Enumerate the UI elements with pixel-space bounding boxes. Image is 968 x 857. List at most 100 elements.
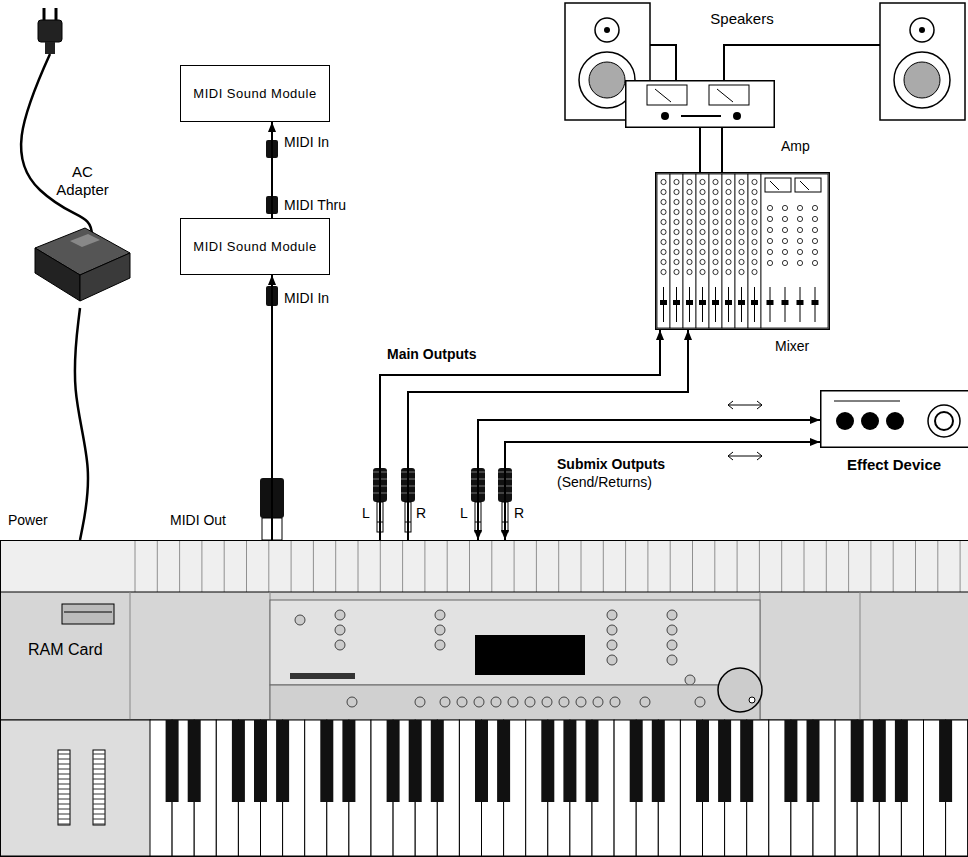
fader-cap [660, 300, 667, 305]
amp-case [626, 81, 775, 128]
channel-knob [739, 249, 744, 254]
channel-knob [687, 239, 692, 244]
strip-divider [670, 541, 671, 592]
mixer-meter [795, 178, 821, 192]
panel-button [335, 610, 345, 620]
strip-divider [447, 541, 448, 592]
black-key [431, 720, 444, 802]
panel-button [435, 625, 445, 635]
fader-cap [673, 300, 680, 305]
channel-knob [674, 219, 679, 224]
sound-module-box: MIDI Sound Module [180, 218, 330, 275]
node-label: MIDI Sound Module [193, 239, 316, 255]
tweeter [595, 18, 619, 42]
panel-button [610, 697, 620, 707]
effect-knob [886, 412, 904, 430]
channel-knob [661, 219, 666, 224]
channel-knob [661, 259, 666, 264]
channel-knob [713, 209, 718, 214]
panel-button [695, 697, 705, 707]
master-knob [767, 205, 772, 210]
wheel-rib [58, 759, 70, 760]
wheel-rib [58, 799, 70, 800]
channel-knob [687, 269, 692, 274]
meter-needle [800, 181, 809, 190]
channel-knob [700, 219, 705, 224]
panel-button [667, 655, 677, 665]
wheel-rib [58, 789, 70, 790]
panel-button [457, 697, 467, 707]
black-key [873, 720, 886, 802]
speaker-wire [650, 45, 676, 80]
wheel-rib [58, 814, 70, 815]
wheel-rib [58, 819, 70, 820]
signal-arrow [271, 275, 273, 540]
black-key [497, 720, 510, 802]
vu-needle [717, 89, 733, 102]
black-key [387, 720, 400, 802]
black-key [232, 720, 245, 802]
wheel-rib [93, 819, 105, 820]
channel-knob [713, 239, 718, 244]
panel-button [347, 697, 357, 707]
strip-divider [826, 541, 827, 592]
effect-knob [861, 412, 879, 430]
panel-button [491, 697, 501, 707]
channel-knob [674, 179, 679, 184]
double-arrow [728, 401, 762, 409]
channel-knob [661, 179, 666, 184]
wheel-rib [58, 809, 70, 810]
wheel-rib [58, 774, 70, 775]
panel-button [576, 697, 586, 707]
woofer-cone [589, 62, 625, 98]
callout-label: MIDI In [284, 290, 329, 307]
strip-divider [246, 541, 247, 592]
channel-knob [674, 209, 679, 214]
cable [75, 308, 88, 540]
effect-jack-inner [935, 412, 953, 430]
master-knob [782, 205, 787, 210]
channel-strip [735, 174, 748, 328]
wheel-rib [58, 754, 70, 755]
wheel-rib [58, 769, 70, 770]
wheel-rib [93, 784, 105, 785]
vu-meter [709, 85, 749, 105]
channel-knob [752, 259, 757, 264]
channel-strip [670, 174, 683, 328]
master-knob [767, 238, 772, 243]
fader-cap [699, 300, 706, 305]
panel-button [335, 640, 345, 650]
master-knob [812, 249, 817, 254]
channel-knob [700, 269, 705, 274]
channel-knob [700, 189, 705, 194]
black-key [784, 720, 797, 802]
strip-divider [335, 541, 336, 592]
keyboard-body [1, 541, 968, 857]
master-knob [797, 216, 802, 221]
channel-knob [713, 249, 718, 254]
callout-label: L [362, 505, 370, 522]
node-label: Effect Device [847, 456, 941, 474]
wheel-rib [93, 769, 105, 770]
callout-label: Speakers [710, 10, 773, 28]
channel-knob [700, 179, 705, 184]
black-key [630, 720, 643, 802]
control-panel [270, 600, 760, 685]
strip-divider [647, 541, 648, 592]
channel-knob [661, 199, 666, 204]
strip-divider [581, 541, 582, 592]
fader-cap [686, 300, 693, 305]
panel-button [295, 615, 305, 625]
strip-divider [870, 541, 871, 592]
master-knob [782, 238, 787, 243]
double-arrow [728, 452, 762, 460]
effect-case [821, 391, 968, 448]
channel-knob [661, 209, 666, 214]
amplifier: Amp [625, 80, 775, 128]
master-knob [797, 227, 802, 232]
channel-knob [752, 199, 757, 204]
callout-label: Power [8, 512, 48, 529]
ac-adapter: AC Adapter [30, 163, 135, 308]
callout-label: MIDI Thru [284, 197, 346, 214]
